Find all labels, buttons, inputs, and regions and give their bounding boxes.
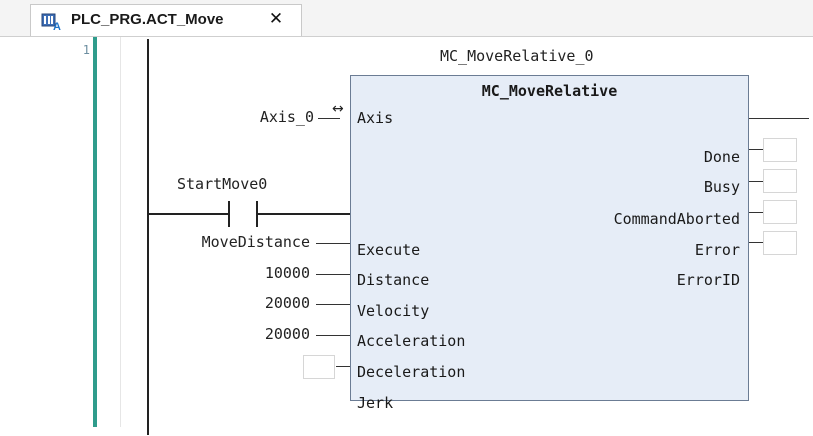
input-pin-axis[interactable]: Axis bbox=[357, 109, 394, 127]
jerk-wire bbox=[336, 366, 350, 367]
line-number: 1 bbox=[82, 43, 90, 57]
error-output-empty[interactable] bbox=[763, 200, 797, 224]
contact-left-plate bbox=[228, 201, 230, 227]
tab-title: PLC_PRG.ACT_Move bbox=[71, 11, 224, 28]
acceleration-wire bbox=[316, 304, 350, 305]
acceleration-value[interactable]: 20000 bbox=[264, 294, 310, 312]
output-pin-done[interactable]: Done bbox=[703, 148, 740, 166]
output-pin-commandaborted[interactable]: CommandAborted bbox=[613, 210, 740, 228]
function-block-mc-moverelative[interactable]: MC_MoveRelative Axis Execute Distance Ve… bbox=[350, 75, 749, 412]
error-output-wire bbox=[749, 212, 763, 213]
fb-instance-name[interactable]: MC_MoveRelative_0 bbox=[440, 47, 594, 65]
close-icon[interactable]: ✕ bbox=[268, 9, 284, 29]
input-pin-jerk[interactable]: Jerk bbox=[357, 394, 394, 412]
commandaborted-output-empty[interactable] bbox=[763, 169, 797, 193]
deceleration-wire bbox=[316, 335, 350, 336]
done-output-wire bbox=[749, 118, 809, 119]
output-pin-error[interactable]: Error bbox=[694, 241, 740, 259]
errorid-output-empty[interactable] bbox=[763, 231, 797, 255]
fbd-editor[interactable]: 1 MC_MoveRelative_0 MC_MoveRelative Axis… bbox=[0, 37, 813, 436]
errorid-output-wire bbox=[749, 242, 763, 243]
rung-wire-right bbox=[258, 213, 350, 215]
axis-wire bbox=[318, 118, 340, 119]
tab-plc-prg-act-move[interactable]: A PLC_PRG.ACT_Move ✕ bbox=[30, 4, 302, 36]
action-icon: A bbox=[41, 13, 61, 31]
network-gutter-bar bbox=[93, 37, 97, 427]
busy-output-wire bbox=[749, 149, 763, 150]
svg-text:A: A bbox=[53, 21, 61, 31]
axis-variable[interactable]: Axis_0 bbox=[259, 108, 314, 126]
input-pin-acceleration[interactable]: Acceleration bbox=[357, 332, 466, 350]
velocity-value[interactable]: 10000 bbox=[264, 264, 310, 282]
commandaborted-output-wire bbox=[749, 181, 763, 182]
axis-ref-arrows-icon: ↔ bbox=[332, 101, 344, 117]
input-pin-execute[interactable]: Execute bbox=[357, 241, 421, 259]
output-pin-busy[interactable]: Busy bbox=[703, 178, 740, 196]
fb-type-name: MC_MoveRelative bbox=[481, 82, 618, 100]
normally-open-contact[interactable] bbox=[228, 201, 258, 227]
distance-wire bbox=[316, 243, 350, 244]
contact-right-plate bbox=[256, 201, 258, 227]
input-pin-velocity[interactable]: Velocity bbox=[357, 302, 430, 320]
deceleration-value[interactable]: 20000 bbox=[264, 325, 310, 343]
distance-variable[interactable]: MoveDistance bbox=[201, 233, 310, 251]
busy-output-empty[interactable] bbox=[763, 138, 797, 162]
jerk-input-empty[interactable] bbox=[303, 355, 335, 379]
input-pin-deceleration[interactable]: Deceleration bbox=[357, 363, 466, 381]
velocity-wire bbox=[316, 274, 350, 275]
gutter-separator bbox=[120, 37, 121, 427]
left-power-rail bbox=[147, 39, 149, 435]
input-pin-distance[interactable]: Distance bbox=[357, 271, 430, 289]
output-pin-errorid[interactable]: ErrorID bbox=[676, 271, 740, 289]
contact-variable-startmove0[interactable]: StartMove0 bbox=[177, 175, 268, 193]
rung-wire-left bbox=[148, 213, 228, 215]
editor-tab-strip: A PLC_PRG.ACT_Move ✕ bbox=[0, 0, 813, 37]
